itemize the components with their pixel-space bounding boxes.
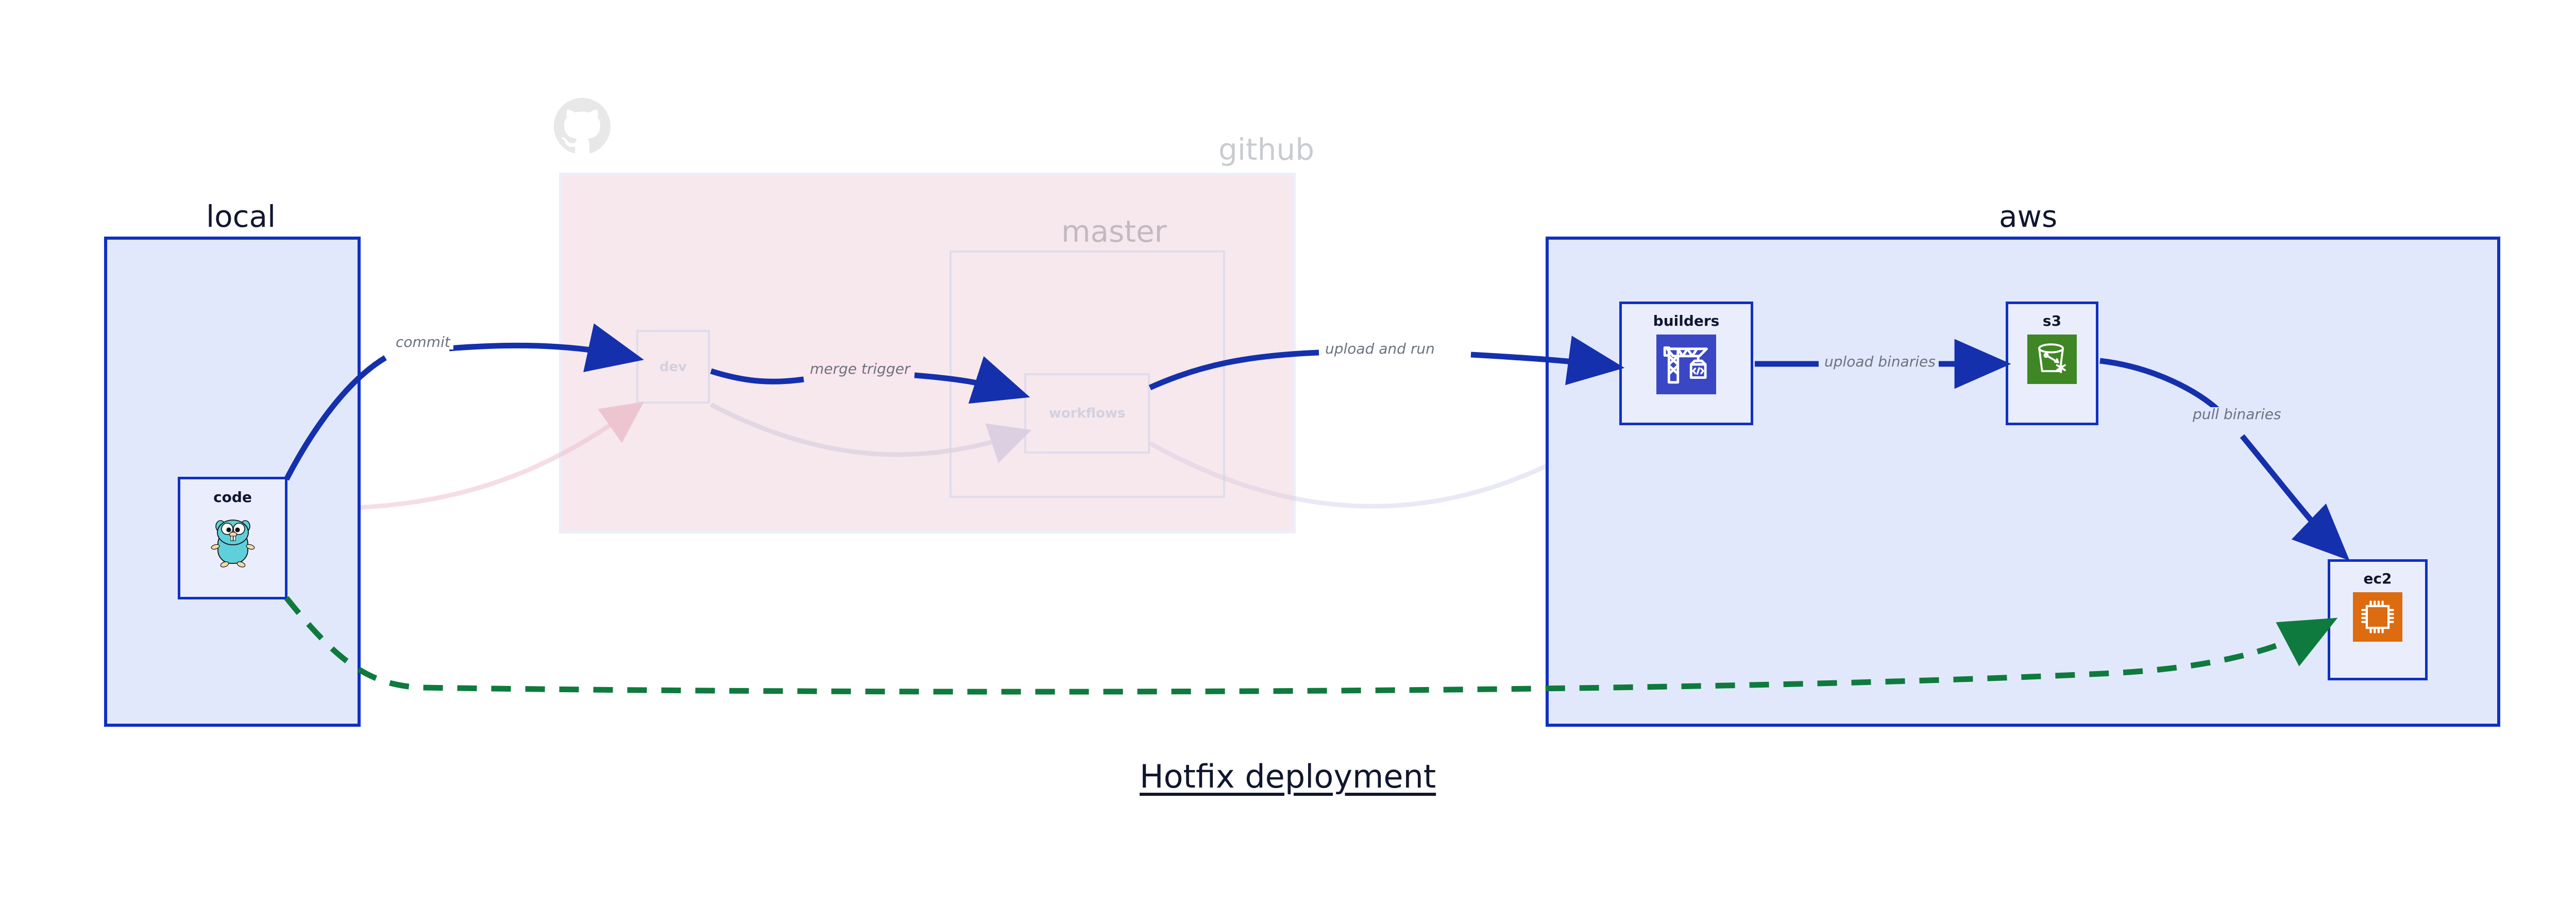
node-code-label: code bbox=[213, 489, 252, 506]
edge-label-upload-binaries: upload binaries bbox=[1821, 355, 1939, 369]
node-code[interactable]: code bbox=[178, 477, 287, 599]
node-ec2-label: ec2 bbox=[2363, 570, 2392, 587]
subgroup-master-label: master bbox=[1061, 214, 1167, 249]
ec2-chip-icon bbox=[2353, 592, 2402, 642]
github-octocat-icon bbox=[554, 98, 611, 155]
edge-label-upload-and-run: upload and run bbox=[1322, 342, 1438, 356]
group-github-label: github bbox=[1218, 132, 1315, 167]
edge-label-merge-trigger: merge trigger bbox=[807, 362, 913, 376]
crane-icon bbox=[1656, 335, 1716, 394]
node-builders[interactable]: builders bbox=[1619, 302, 1753, 425]
node-workflows-label: workflows bbox=[1048, 406, 1126, 421]
node-builders-label: builders bbox=[1653, 312, 1720, 329]
diagram-title: Hotfix deployment bbox=[1140, 758, 1436, 795]
group-aws-label: aws bbox=[1999, 199, 2058, 234]
node-s3-label: s3 bbox=[2042, 312, 2062, 329]
edge-label-pull-binaries: pull binaries bbox=[2190, 407, 2284, 422]
node-ec2[interactable]: ec2 bbox=[2328, 559, 2428, 680]
node-dev-label: dev bbox=[659, 359, 687, 375]
s3-bucket-icon bbox=[2027, 335, 2077, 384]
node-s3[interactable]: s3 bbox=[2006, 302, 2098, 425]
go-gopher-icon bbox=[208, 513, 258, 570]
node-dev[interactable]: dev bbox=[636, 330, 710, 404]
group-local-label: local bbox=[206, 199, 276, 234]
node-workflows[interactable]: workflows bbox=[1024, 373, 1150, 454]
edge-label-commit: commit bbox=[393, 335, 453, 349]
